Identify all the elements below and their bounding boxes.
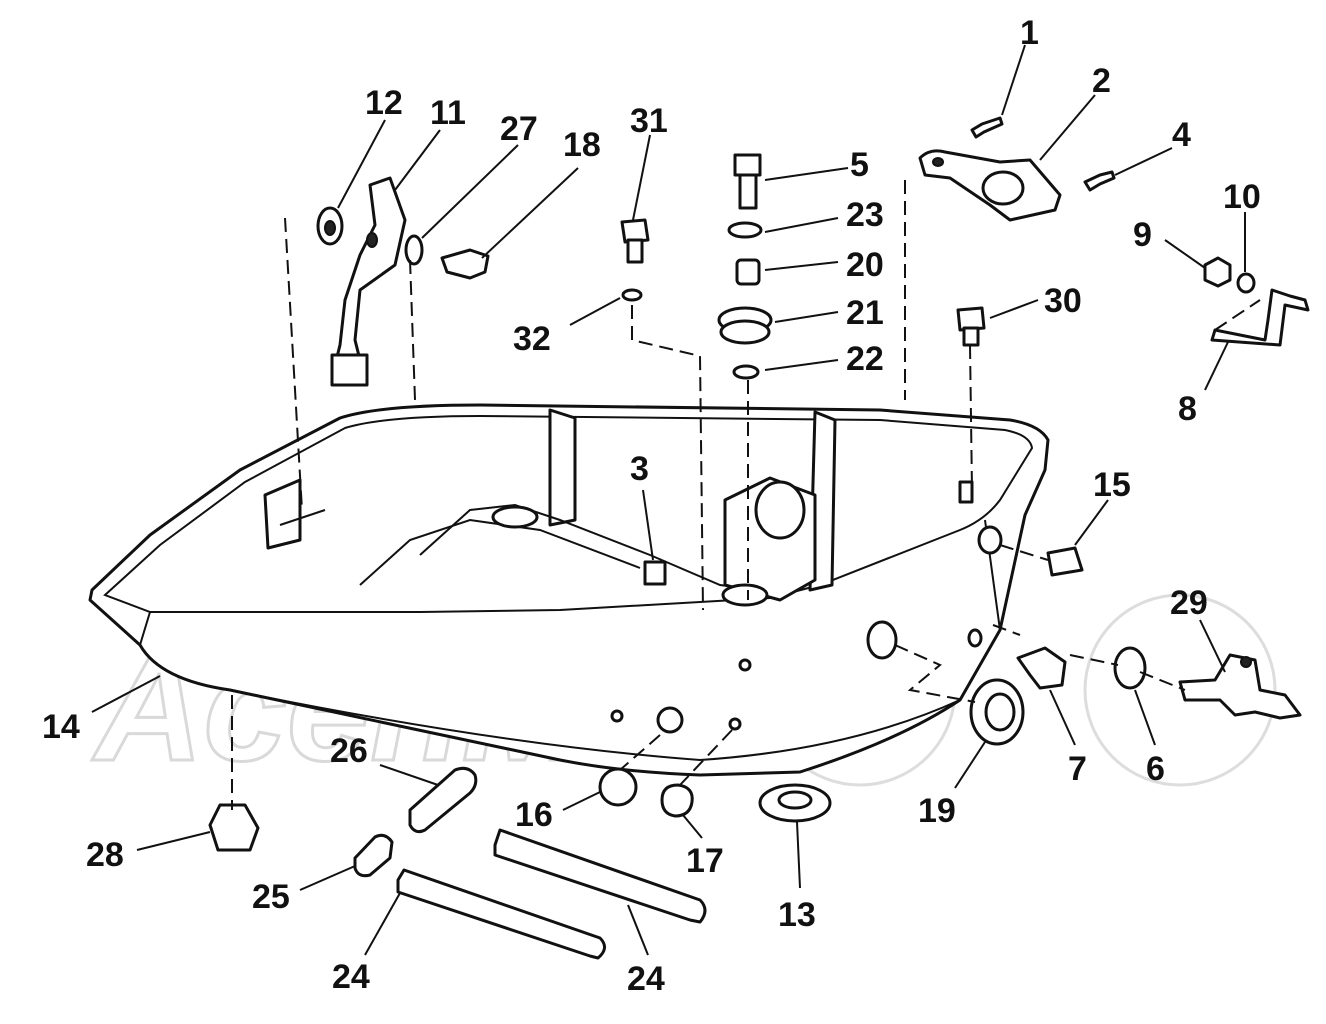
callout-20: 20 [846, 246, 884, 284]
callout-10: 10 [1223, 178, 1261, 216]
callout-3: 3 [630, 450, 649, 488]
callout-32: 32 [513, 320, 551, 358]
callout-7: 7 [1068, 750, 1087, 788]
callout-29: 29 [1170, 584, 1208, 622]
assembly-lines [231, 180, 1261, 810]
callout-11: 11 [430, 94, 466, 132]
callout-12: 12 [365, 84, 403, 122]
callout-24a: 24 [332, 958, 370, 996]
callout-14: 14 [42, 708, 80, 746]
callout-labels: 1 2 3 4 5 6 7 8 9 10 11 12 13 14 15 16 1… [42, 14, 1261, 998]
callout-1: 1 [1020, 14, 1039, 52]
callout-22: 22 [846, 340, 884, 378]
callout-9: 9 [1133, 216, 1152, 254]
callout-30: 30 [1044, 282, 1082, 320]
callout-25: 25 [252, 878, 290, 916]
callout-31: 31 [630, 102, 668, 140]
callout-23: 23 [846, 196, 884, 234]
callout-17: 17 [686, 842, 724, 880]
leader-lines [91, 44, 1246, 956]
callout-15: 15 [1093, 466, 1131, 504]
callout-2: 2 [1092, 62, 1111, 100]
callout-28: 28 [86, 836, 124, 874]
callout-16: 16 [515, 796, 553, 834]
callout-8: 8 [1178, 390, 1197, 428]
callout-18: 18 [563, 126, 601, 164]
callout-6: 6 [1146, 750, 1165, 788]
callout-24b: 24 [627, 960, 665, 998]
callout-19: 19 [918, 792, 956, 830]
part-drawings [208, 116, 1310, 960]
callout-5: 5 [850, 146, 869, 184]
callout-26: 26 [330, 732, 368, 770]
callout-13: 13 [778, 896, 816, 934]
callout-27: 27 [500, 110, 538, 148]
callout-4: 4 [1172, 116, 1191, 154]
lower-cowl [88, 403, 1050, 777]
callout-21: 21 [846, 294, 884, 332]
